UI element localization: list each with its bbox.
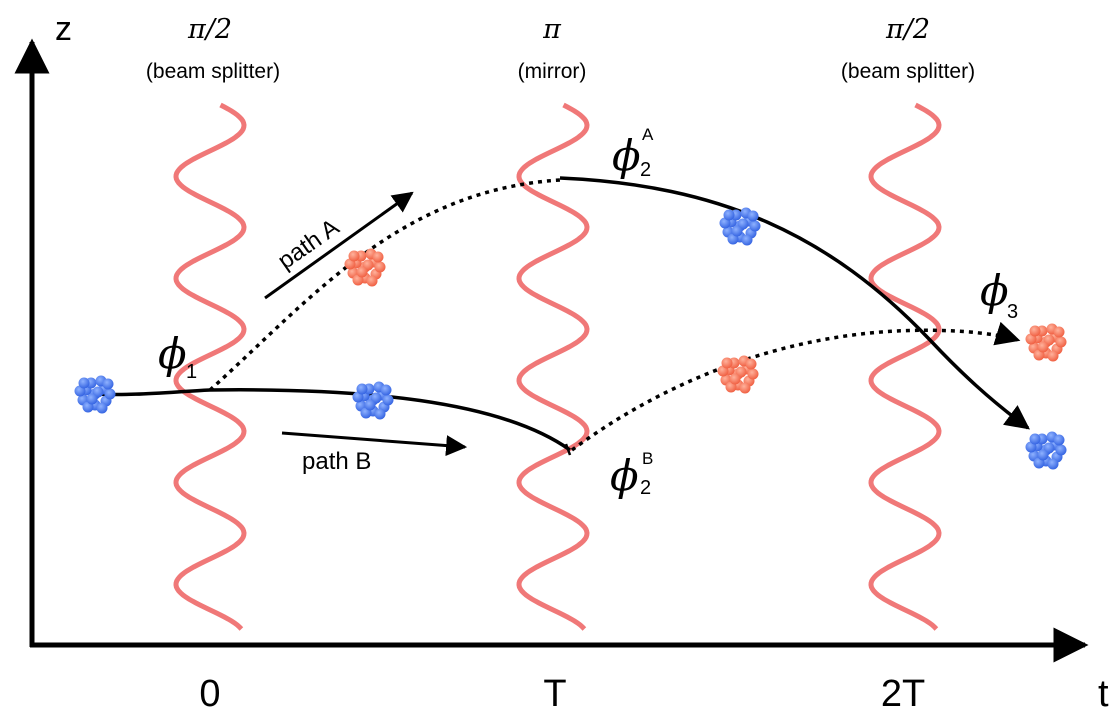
atom-sphere: [739, 382, 751, 394]
atom-clouds: [74, 207, 1067, 470]
phase-labels: ϕ 1 ϕ 2 A ϕ 2 B ϕ 3: [158, 125, 1018, 500]
tick-label-0: 0: [199, 673, 220, 714]
pulse-role-T: (mirror): [518, 60, 587, 83]
laser-pulse-2T: [868, 102, 942, 631]
phase-phi3: ϕ 3: [980, 266, 1018, 323]
atom-sphere: [1037, 449, 1049, 461]
atom-sphere: [382, 394, 394, 406]
atom-sphere: [1047, 458, 1059, 470]
t-axis-label: t: [1098, 673, 1109, 714]
path-b-lower-arc: [570, 321, 1021, 452]
atom-sphere: [86, 393, 98, 405]
atom-sphere: [374, 408, 386, 420]
laser-pulse-0: [173, 102, 247, 631]
atom-cloud-blue-initial: [74, 375, 116, 414]
atom-sphere: [1029, 325, 1041, 337]
atom-sphere: [364, 399, 376, 411]
atom-cloud-blue-output: [1025, 431, 1067, 470]
tick-label-2T: 2T: [881, 673, 925, 714]
path-annotations: path A path B: [264, 191, 468, 475]
path-a-trajectory: [208, 178, 561, 392]
atom-cloud-blue-path-b: [352, 381, 394, 420]
atom-sphere: [1053, 434, 1065, 446]
path-b-arrow: [281, 431, 468, 457]
atom-sphere: [721, 357, 733, 369]
atom-sphere: [1029, 433, 1041, 445]
atom-sphere: [745, 358, 757, 370]
atom-cloud-red-output: [1025, 323, 1067, 362]
path-b-label: path B: [302, 448, 371, 475]
phi3-symbol: ϕ: [980, 266, 1009, 315]
atom-sphere: [1055, 444, 1067, 456]
phi2B-subscript: 2: [640, 477, 651, 499]
phi2A-symbol: ϕ: [612, 131, 641, 180]
atom-sphere: [374, 261, 386, 273]
tick-label-T: T: [543, 673, 566, 714]
laser-pulse-T: [516, 102, 590, 631]
atom-sphere: [723, 209, 735, 221]
atom-sphere: [741, 234, 753, 246]
atom-sphere: [729, 373, 741, 385]
atom-sphere: [749, 220, 761, 232]
atom-sphere: [102, 378, 114, 390]
pulse-labels: π/2 (beam splitter) π (mirror) π/2 (beam…: [146, 14, 975, 83]
atom-sphere: [104, 388, 116, 400]
atom-sphere: [380, 384, 392, 396]
phi1-symbol: ϕ: [158, 329, 187, 378]
pulse-role-0: (beam splitter): [146, 60, 280, 83]
atom-sphere: [1055, 336, 1067, 348]
pulse-role-2T: (beam splitter): [841, 60, 975, 83]
atom-sphere: [372, 251, 384, 263]
pulse-phase-T: π: [542, 14, 562, 45]
phi2B-symbol: ϕ: [610, 451, 639, 500]
atom-sphere: [1037, 341, 1049, 353]
atom-sphere: [96, 402, 108, 414]
atom-sphere: [1053, 326, 1065, 338]
phi1-subscript: 1: [186, 361, 197, 383]
pulse-phase-0: π/2: [187, 14, 232, 45]
path-a-upper-arc: [559, 176, 1030, 430]
path-a-arrow: [264, 191, 414, 300]
path-b-trajectory: [209, 388, 572, 452]
atom-sphere: [78, 377, 90, 389]
phi3-subscript: 3: [1007, 301, 1018, 323]
atom-sphere: [747, 368, 759, 380]
phi2A-subscript: 2: [640, 159, 651, 181]
phase-phi2A: ϕ 2 A: [612, 125, 654, 181]
axes: z t 0 T 2T: [14, 10, 1109, 714]
atom-cloud-red-path-a: [344, 248, 386, 287]
z-axis-label: z: [55, 10, 72, 48]
atom-sphere: [731, 225, 743, 237]
atom-cloud-red-lower: [717, 355, 759, 394]
phase-phi1: ϕ 1: [158, 329, 197, 383]
atom-sphere: [366, 275, 378, 287]
phi2A-superscript: A: [642, 125, 654, 144]
laser-pulses: [173, 102, 942, 631]
pulse-phase-2T: π/2: [885, 14, 930, 45]
atom-sphere: [348, 250, 360, 262]
phi2B-superscript: B: [642, 449, 653, 468]
atom-sphere: [1047, 350, 1059, 362]
atom-sphere: [356, 383, 368, 395]
atom-cloud-blue-upper: [719, 207, 761, 246]
atom-sphere: [747, 210, 759, 222]
phase-phi2B: ϕ 2 B: [610, 449, 653, 500]
atom-sphere: [356, 266, 368, 278]
path-b-end-tick: [564, 443, 572, 456]
